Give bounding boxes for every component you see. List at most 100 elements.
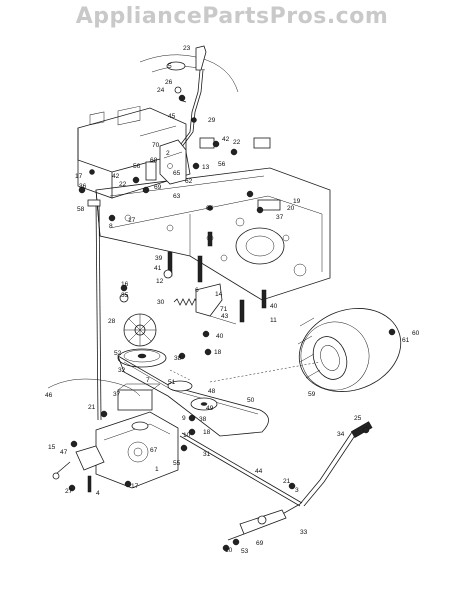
main-frame	[77, 105, 331, 301]
part-label-46: 46	[45, 392, 53, 399]
part-label-44: 44	[255, 468, 263, 475]
part-label-2: 2	[166, 150, 170, 157]
part-label-15: 15	[48, 444, 56, 451]
idler-pulley-upper	[167, 380, 193, 392]
part-label-55: 55	[173, 460, 181, 467]
part-label-9: 9	[182, 415, 186, 422]
part-label-36: 36	[79, 183, 87, 190]
part-label-37a: 37	[276, 214, 284, 221]
part-label-21a: 21	[88, 404, 96, 411]
cooling-fan	[123, 313, 157, 347]
part-label-47: 47	[60, 449, 68, 456]
part-label-17a: 17	[75, 173, 83, 180]
part-label-43: 43	[221, 313, 229, 320]
part-label-40b: 40	[270, 303, 278, 310]
part-label-65: 65	[173, 170, 181, 177]
part-label-37b: 37	[113, 391, 121, 398]
part-label-19: 19	[293, 198, 301, 205]
part-label-32: 32	[118, 367, 126, 374]
part-label-56a: 56	[133, 163, 141, 170]
part-label-71: 71	[220, 306, 228, 313]
part-label-22b: 22	[119, 181, 127, 188]
part-label-4: 4	[96, 490, 100, 497]
part-label-56b: 56	[218, 161, 226, 168]
part-label-5: 5	[168, 63, 172, 70]
part-label-1: 1	[155, 466, 159, 473]
part-label-10b: 10	[225, 547, 233, 554]
part-label-64: 64	[206, 205, 214, 212]
part-label-7: 7	[146, 377, 150, 384]
part-label-41: 41	[154, 265, 162, 272]
part-label-3: 3	[295, 487, 299, 494]
part-label-61: 61	[402, 337, 410, 344]
part-label-14: 14	[215, 291, 223, 298]
part-label-69b: 69	[256, 540, 264, 547]
part-label-16: 16	[121, 281, 129, 288]
part-label-10: 10	[183, 432, 191, 439]
part-label-30: 30	[157, 299, 165, 306]
transmission-pulley	[117, 348, 167, 368]
part-label-18b: 18	[203, 429, 211, 436]
part-label-31: 31	[203, 451, 211, 458]
part-label-53: 53	[241, 548, 249, 555]
part-label-17b: 17	[128, 217, 136, 224]
part-label-60: 60	[412, 330, 420, 337]
brake-rod-44	[179, 435, 301, 507]
leader-line	[209, 361, 321, 383]
part-label-27: 27	[65, 488, 73, 495]
shift-cable	[47, 378, 141, 397]
part-label-50: 50	[247, 397, 255, 404]
part-label-22a: 22	[233, 139, 241, 146]
part-label-21b: 21	[283, 478, 291, 485]
part-label-26: 26	[165, 79, 173, 86]
part-label-24: 24	[157, 87, 165, 94]
transmission	[52, 383, 179, 489]
shift-bracket	[145, 137, 281, 211]
part-label-62: 62	[185, 178, 193, 185]
brake-pedal	[227, 421, 373, 541]
brake-rod	[87, 199, 102, 421]
part-label-35: 35	[121, 292, 129, 299]
part-label-48: 48	[208, 388, 216, 395]
watermark: AppliancePartsPros.com	[75, 4, 389, 29]
part-label-70: 70	[152, 142, 160, 149]
idler-bracket	[195, 283, 223, 317]
part-label-51: 51	[168, 379, 176, 386]
part-label-38a: 38	[174, 355, 182, 362]
part-label-63: 63	[173, 193, 181, 200]
fender-outline	[139, 54, 239, 93]
part-label-67: 67	[150, 447, 158, 454]
part-label-39: 39	[155, 255, 163, 262]
part-label-33: 33	[300, 529, 308, 536]
part-label-68: 68	[150, 157, 158, 164]
part-label-25: 25	[354, 415, 362, 422]
part-label-13: 13	[202, 164, 210, 171]
part-label-42b: 42	[112, 173, 120, 180]
part-label-18a: 18	[214, 349, 222, 356]
part-label-28: 28	[108, 318, 116, 325]
drive-belt	[117, 355, 269, 437]
part-label-40a: 40	[216, 333, 224, 340]
part-label-69a: 69	[154, 184, 162, 191]
part-label-45: 45	[168, 113, 176, 120]
part-label-29: 29	[208, 117, 216, 124]
part-label-17c: 17	[131, 483, 139, 490]
part-label-6: 6	[195, 287, 199, 294]
part-label-49: 49	[206, 405, 214, 412]
part-label-11: 11	[270, 317, 277, 324]
part-label-52: 52	[114, 350, 122, 357]
fasteners	[68, 94, 396, 552]
part-label-59: 59	[308, 391, 316, 398]
rear-tire	[297, 308, 402, 392]
part-label-34: 34	[337, 431, 345, 438]
part-label-12: 12	[156, 278, 164, 285]
part-label-42a: 42	[222, 136, 230, 143]
part-label-23: 23	[183, 45, 191, 52]
part-label-38b: 38	[199, 416, 207, 423]
part-label-20: 20	[287, 205, 295, 212]
part-label-8: 8	[109, 223, 113, 230]
part-label-58: 58	[77, 206, 85, 213]
